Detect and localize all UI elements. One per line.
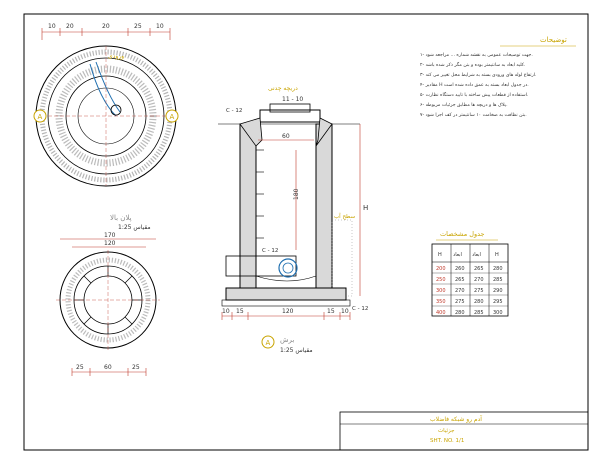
sheet-border <box>23 13 589 451</box>
svg-text:270: 270 <box>474 277 484 283</box>
notes-line-1: ۱- جهت توضیحات عمومی به نقشه شماره ... م… <box>420 53 533 58</box>
section-top-label: دریچه چدنی <box>268 85 298 92</box>
notes-line-6: ۶- پلاک ها و دریچه ها مطابق جزئیات مربوط… <box>420 101 508 108</box>
svg-text:285: 285 <box>493 277 503 283</box>
section-width-label: 60 <box>282 133 290 140</box>
section-ring-label: 11 - 10 <box>282 96 303 103</box>
notes-line-3: ۳- ارتفاع لوله های ورودی بسته به شرایط م… <box>420 72 537 78</box>
section-bottom-dim-1: 10 <box>222 308 230 315</box>
section-marker-right <box>165 109 179 123</box>
table-row: 350 275 280 295 <box>436 299 503 305</box>
section-mid-right-note: سطح آب <box>334 213 356 220</box>
title-block-line-3: SHT. NO. 1/1 <box>430 438 464 444</box>
section-bottom-dim-5: 10 <box>341 308 349 315</box>
section-mid-label: C - 12 <box>262 248 278 254</box>
title-block-frame <box>339 411 589 451</box>
svg-text:265: 265 <box>474 266 484 272</box>
table-title: جدول مشخصات <box>440 230 485 238</box>
notes-title: توضیحات <box>540 36 567 44</box>
svg-text:275: 275 <box>455 299 465 305</box>
plan-top-dim-2: 20 <box>66 23 74 30</box>
plan-bottom-dim-2: 60 <box>104 364 112 371</box>
notes-block: توضیحات ۱- جهت توضیحات عمومی به نقشه شما… <box>420 36 576 118</box>
section-height-label: 180 <box>293 188 300 200</box>
svg-text:300: 300 <box>436 288 446 294</box>
svg-text:200: 200 <box>436 266 446 272</box>
notes-line-4: ۴- مقادیر H در جدول ابعاد بسته به عمق دا… <box>420 82 529 88</box>
svg-text:350: 350 <box>436 299 446 305</box>
title-block-line-2: جزئیات <box>438 428 454 434</box>
spec-table: جدول مشخصات H ابعاد ابعاد H 200 260 265 … <box>431 230 509 317</box>
svg-text:285: 285 <box>474 310 484 316</box>
table-row: 200 260 265 280 <box>436 266 503 272</box>
svg-text:280: 280 <box>493 266 503 272</box>
section-marker-left-label: A <box>38 113 43 121</box>
svg-text:270: 270 <box>455 288 465 294</box>
section-marker-left <box>33 109 47 123</box>
section-caption: برش <box>280 336 294 344</box>
section-right-dim: H <box>363 204 368 212</box>
svg-text:290: 290 <box>493 288 503 294</box>
section-caption-marker-label: A <box>266 339 271 347</box>
svg-text:400: 400 <box>436 310 446 316</box>
plan-top-dim-3: 20 <box>102 23 110 30</box>
table-header-4: H <box>495 252 499 258</box>
svg-text:265: 265 <box>455 277 465 283</box>
svg-text:280: 280 <box>474 299 484 305</box>
plan-top-scale: مقیاس 1:25 <box>118 224 151 231</box>
notes-line-2: ۲- کلیه ابعاد به سانتیمتر بوده و بتن مگر… <box>420 61 525 68</box>
table-row: 400 280 285 300 <box>436 310 503 316</box>
table-header-1: H <box>438 252 442 258</box>
svg-text:275: 275 <box>474 288 484 294</box>
plan-bottom-dim-inner: 120 <box>104 240 116 247</box>
title-block-line-1: آدم رو شبکه فاضلاب <box>430 414 482 423</box>
section-bottom-dim-4: 15 <box>327 308 335 315</box>
plan-bottom-dim-3: 25 <box>132 364 140 371</box>
notes-line-7: ۷- بتن نظافت به ضخامت ۱۰ سانتیمتر در کف … <box>420 112 527 118</box>
plan-bottom-dim-1: 25 <box>76 364 84 371</box>
section-view: دریچه چدنی 11 - 10 C - 12 60 180 H <box>218 85 368 354</box>
plan-bottom-view: 170 120 25 60 25 <box>56 232 160 376</box>
table-header-2: ابعاد <box>453 252 462 258</box>
section-bottom-dim-2: 15 <box>236 308 244 315</box>
section-scale: مقیاس 1:25 <box>280 347 313 354</box>
table-row: 250 265 270 285 <box>436 277 503 283</box>
plan-top-dim-5: 10 <box>156 23 164 30</box>
table-header-3: ابعاد <box>472 252 481 258</box>
table-row: 300 270 275 290 <box>436 288 503 294</box>
section-left-note: C - 12 <box>226 108 242 114</box>
section-base-label: C - 12 <box>352 306 368 312</box>
svg-text:295: 295 <box>493 299 503 305</box>
plan-bottom-dim-outer: 170 <box>104 232 116 239</box>
section-marker-right-label: A <box>170 113 175 121</box>
svg-text:280: 280 <box>455 310 465 316</box>
plan-top-caption: پلان بالا <box>110 214 132 222</box>
plan-top-inlet-label: ورودی <box>108 53 124 60</box>
title-block: آدم رو شبکه فاضلاب جزئیات SHT. NO. 1/1 <box>430 414 482 444</box>
svg-text:260: 260 <box>455 266 465 272</box>
notes-line-5: ۵- استفاده از قطعات پیش ساخته با تایید د… <box>420 91 528 98</box>
section-caption-marker <box>261 335 275 349</box>
plan-top-view: 10 20 20 25 10 ورودی A A پلان بالا مقیاس… <box>33 23 179 231</box>
plan-top-dim-1: 10 <box>48 23 56 30</box>
plan-top-dim-4: 25 <box>134 23 142 30</box>
svg-text:300: 300 <box>493 310 503 316</box>
section-bottom-dim-3: 120 <box>282 308 294 315</box>
svg-text:250: 250 <box>436 277 446 283</box>
